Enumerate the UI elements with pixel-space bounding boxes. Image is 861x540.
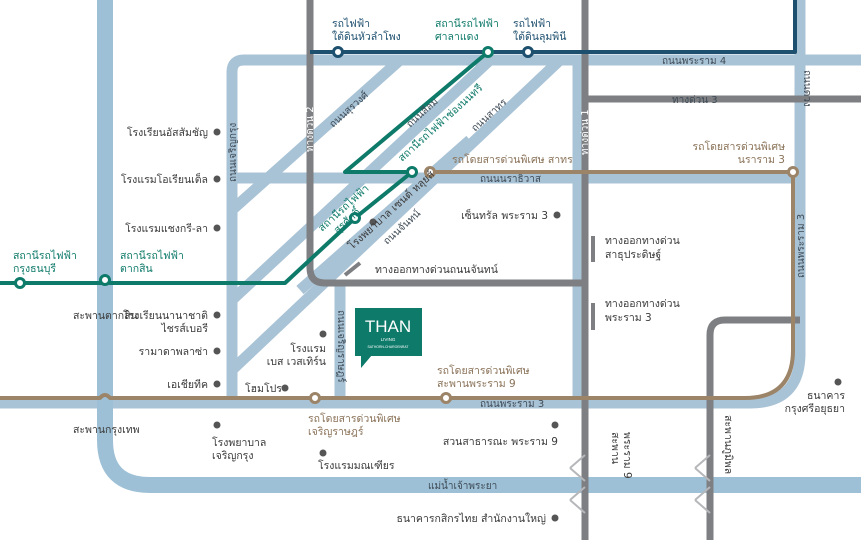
landmark-menam-hotel: โรงแรมมณเฑียร bbox=[318, 459, 395, 472]
brt-station-sathorn[interactable] bbox=[424, 166, 436, 178]
station-lumphini[interactable] bbox=[522, 46, 534, 58]
label-rama4: ถนนพระราม 4 bbox=[662, 56, 726, 67]
label-krung-thon-buri: สถานีรถไฟฟ้ากรุงธนบุรี bbox=[13, 249, 77, 275]
river-chao-phraya bbox=[97, 0, 861, 493]
label-charoenrat-road: ถนนเจริญราษฎร์ bbox=[335, 310, 347, 383]
road-surawong bbox=[228, 55, 404, 215]
roads bbox=[0, 0, 861, 409]
label-lumphini: รถไฟฟ้าใต้ดินลุมพินี bbox=[513, 17, 566, 43]
logo-sub: LIVING bbox=[381, 337, 396, 342]
road-rama3 bbox=[0, 0, 806, 409]
label-krungthep-bridge: สะพานกรุงเทพ bbox=[73, 424, 140, 436]
label-rama3-vertical: ถนนพระราม 3 bbox=[796, 214, 807, 278]
landmark-ramada: รามาดาพลาซ่า bbox=[139, 346, 208, 358]
road-silom bbox=[228, 55, 494, 305]
bridge-icons bbox=[569, 454, 711, 514]
brt-station-charoenrat[interactable] bbox=[309, 392, 321, 404]
expressway-rama3 bbox=[706, 316, 800, 540]
logo-name: THAN bbox=[365, 317, 411, 336]
landmark-best-western: โรงแรมเบส เวสเทิร์น bbox=[267, 342, 326, 368]
landmark-rama9-park: สวนสาธารณะ พระราม 9 bbox=[443, 436, 558, 448]
station-krung-thon-buri[interactable] bbox=[14, 277, 26, 289]
landmark-dots bbox=[213, 128, 842, 522]
label-rama9-bridge: สะพานพระราม 9 bbox=[609, 432, 633, 479]
brt-station-nara3[interactable] bbox=[787, 166, 799, 178]
logo-tag: SATHORN-CHAROENRAT bbox=[368, 345, 409, 349]
label-exp2: ทางด่วน 2 bbox=[305, 106, 316, 152]
landmark-kbank: ธนาคารกสิกรไทย สำนักงานใหญ่ bbox=[396, 512, 546, 525]
landmark-central-rama3: เซ็นทรัล พระราม 3 bbox=[461, 208, 548, 222]
road-sathorn bbox=[228, 56, 564, 374]
landmark-intl-school: โรงเรียนนานาชาติไชรส์เบอรี bbox=[123, 309, 208, 335]
label-naradhiwas: ถนนนราธิวาส bbox=[480, 174, 541, 185]
brt-line bbox=[0, 170, 795, 400]
stations bbox=[14, 46, 799, 404]
landmark-oriental: โรงแรมโอเรียนเต็ล bbox=[121, 172, 208, 186]
landmark-shangrila: โรงแรมแชงกรี-ลา bbox=[125, 222, 208, 235]
landmark-assumption: โรงเรียนอัสสัมชัญ bbox=[127, 126, 208, 139]
label-exit-chan: ทางออกทางด่วนถนนจันทน์ bbox=[375, 263, 498, 276]
road-chan bbox=[296, 135, 474, 295]
label-exp1: ทางด่วน 1 bbox=[580, 109, 591, 155]
than-living-logo[interactable]: THAN LIVING SATHORN-CHAROENRAT bbox=[355, 308, 422, 368]
label-exp3: ทางด่วน 3 bbox=[672, 95, 718, 106]
label-bhumibol-bridge: สะพานภูมิพล bbox=[722, 415, 734, 474]
label-exit-rama3: ทางออกทางด่วนพระราม 3 bbox=[605, 298, 680, 324]
brt-station-rama9-bridge[interactable] bbox=[440, 392, 452, 404]
label-taksin-bridge: สะพานตากสิน bbox=[73, 310, 138, 322]
station-taksin[interactable] bbox=[99, 274, 111, 286]
exit-chan-arrow bbox=[343, 261, 362, 277]
label-brt-charoenrat: รถโดยสารด่วนพิเศษเจริญราษฎร์ bbox=[308, 412, 401, 438]
landmark-krungsri: ธนาคารกรุงศรีอยุธยา bbox=[785, 390, 846, 415]
label-duang: ถนนดวง bbox=[801, 70, 812, 107]
label-surawong: ถนนสุรวงศ์ bbox=[327, 89, 371, 131]
bts-line bbox=[0, 50, 490, 285]
label-taksin: สถานีรถไฟฟ้าตากสิน bbox=[120, 249, 184, 275]
expressway-2 bbox=[306, 0, 585, 287]
mrt-line bbox=[310, 0, 797, 54]
station-sala-daeng[interactable] bbox=[482, 46, 494, 58]
label-sala-daeng: สถานีรถไฟฟ้าศาลาแดง bbox=[435, 17, 499, 43]
station-chong-nonsi[interactable] bbox=[406, 166, 418, 178]
label-hua-lamphong: รถไฟฟ้าใต้ดินหัวลำโพง bbox=[332, 17, 401, 43]
landmark-homepro: โฮมโปร bbox=[245, 382, 282, 395]
label-charoenkrung: ถนนเจริญกรุง bbox=[228, 123, 239, 182]
landmark-asiatique: เอเชียทีค bbox=[167, 378, 208, 391]
landmark-charoenkrung-hospital: โรงพยาบาลเจริญกรุง bbox=[212, 436, 266, 462]
label-river: แม่น้ำเจ้าพระยา bbox=[428, 478, 497, 492]
label-brt-nara3: รถโดยสารด่วนพิเศษนราราม 3 bbox=[692, 140, 785, 166]
label-brt-rama9-bridge: รถโดยสารด่วนพิเศษสะพานพระราม 9 bbox=[437, 364, 530, 390]
label-rama3: ถนนพระราม 3 bbox=[480, 399, 544, 410]
expressways bbox=[306, 0, 861, 540]
label-exit-sathupradit: ทางออกทางด่วนสาธุประดิษฐ์ bbox=[605, 235, 680, 261]
label-brt-sathorn: รถโดยสารด่วนพิเศษ สาทร bbox=[452, 153, 573, 166]
road-charoenkrung bbox=[226, 54, 245, 400]
station-surasak[interactable] bbox=[349, 212, 361, 224]
station-hua-lamphong[interactable] bbox=[332, 46, 344, 58]
